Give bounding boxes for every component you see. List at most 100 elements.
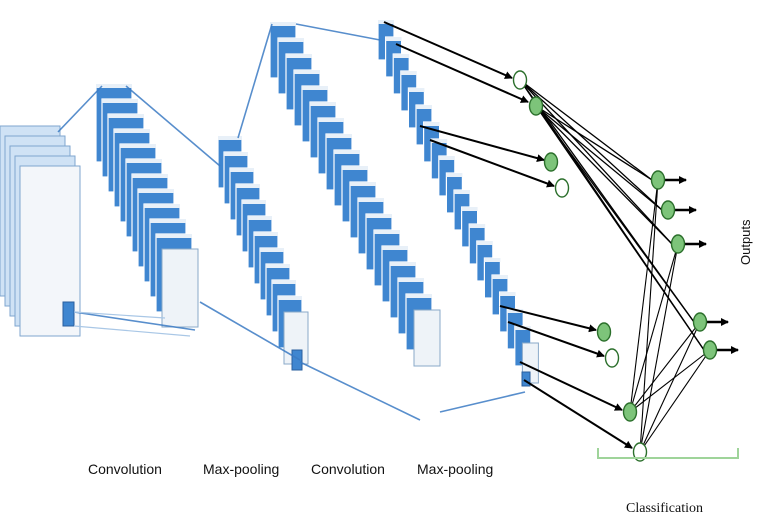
node-c2	[604, 348, 620, 368]
arrow-p-a1	[383, 21, 513, 79]
node-c1	[596, 322, 612, 342]
feature-map-edge	[120, 144, 156, 148]
node-d2	[632, 442, 648, 462]
conn-conv1-pool1-bottom	[199, 301, 301, 361]
arrow-p-b2	[429, 139, 555, 188]
feature-map-edge	[230, 168, 254, 172]
feature-map-edge	[132, 174, 168, 178]
conn-conv1-pool1-top	[125, 85, 221, 167]
layer-connectors	[57, 23, 526, 421]
arrow-p-c2	[507, 321, 605, 358]
feature-map-edge	[96, 84, 132, 88]
feature-map-edge	[393, 54, 410, 58]
feature-map-edge	[278, 38, 304, 42]
feature-map-edge	[408, 88, 425, 92]
pool1-stack	[217, 135, 309, 371]
arrow-hidden-out	[535, 105, 663, 211]
node-o2	[660, 200, 676, 220]
arrow-hidden-out-2	[629, 179, 659, 413]
arrow-hidden-out-2	[639, 321, 701, 453]
label-convolution-1: Convolution	[88, 461, 162, 477]
receptive-field-square	[521, 371, 531, 387]
arrow-p-d1	[519, 361, 623, 411]
receptive-field-square	[291, 349, 303, 371]
feature-map-stacks	[0, 19, 539, 387]
feature-map-edge	[385, 37, 402, 41]
node-a1	[512, 70, 528, 90]
arrow-hidden-out	[535, 105, 673, 245]
feature-map-edge	[476, 241, 493, 245]
feature-map-edge	[499, 292, 516, 296]
feature-map-edge	[224, 152, 248, 156]
feature-map-edge	[318, 118, 344, 122]
label-classification: Classification	[626, 501, 703, 516]
conv1-stack	[95, 83, 199, 328]
feature-map-edge	[114, 129, 150, 133]
conn-faint-2	[73, 325, 191, 337]
feature-map-edge	[400, 71, 417, 75]
node-d1	[622, 402, 638, 422]
arrow-p-b1	[419, 125, 545, 163]
feature-map-edge	[102, 99, 138, 103]
feature-map-edge	[438, 156, 455, 160]
feature-map-edge	[310, 102, 336, 106]
arrow-hidden-out-2	[629, 243, 679, 413]
feature-map-edge	[144, 204, 180, 208]
label-convolution-2: Convolution	[311, 461, 385, 477]
arrow-hidden-out-2	[639, 243, 679, 453]
feature-map-edge	[416, 105, 432, 109]
feature-map-edge	[248, 216, 272, 220]
feature-map-edge	[266, 264, 290, 268]
feature-map-edge	[242, 200, 266, 204]
feature-map-edge	[260, 248, 284, 252]
arrow-p-a2	[395, 43, 529, 103]
input-patch	[62, 301, 75, 327]
conn-conv2-pool2-bottom	[439, 391, 526, 413]
conn-input-conv1-bottom	[73, 311, 196, 331]
node-o5	[702, 340, 718, 360]
arrow-hidden-out-2	[629, 349, 711, 413]
node-b1	[543, 152, 559, 172]
feature-map-edge	[398, 278, 424, 282]
arrow-p-c1	[499, 305, 597, 333]
feature-map-edge	[446, 173, 463, 177]
feature-map-edge	[278, 296, 302, 300]
conn-pool1-conv2-top	[237, 23, 273, 139]
feature-map-edge	[286, 54, 312, 58]
arrow-p-d2	[523, 379, 633, 449]
feature-map-edge	[507, 309, 524, 313]
node-b2	[554, 178, 570, 198]
pool2-stack	[377, 19, 539, 387]
feature-map	[161, 248, 199, 328]
feature-map-edge	[302, 86, 328, 90]
conn-input-conv1-top	[57, 85, 103, 133]
feature-map-edge	[492, 275, 508, 279]
feature-map-edge	[334, 150, 360, 154]
feature-map-edge	[461, 207, 478, 211]
conn-pool1-conv2-bottom	[299, 361, 421, 421]
arrow-hidden-out	[535, 105, 653, 181]
arrow-hidden-out	[535, 105, 695, 323]
conn-faint-1	[73, 311, 166, 319]
feature-map-edge	[254, 232, 278, 236]
feature-map-edge	[156, 234, 192, 238]
feature-map-edge	[294, 70, 320, 74]
feature-map-edge	[150, 219, 186, 223]
conn-conv2-pool2-top	[295, 23, 381, 41]
arrow-hidden-out	[519, 79, 673, 245]
feature-map-edge	[390, 262, 416, 266]
label-outputs: Outputs	[738, 219, 753, 265]
feature-map-edge	[431, 139, 448, 143]
node-a2	[528, 96, 544, 116]
classification-bracket	[597, 448, 739, 459]
feature-map-edge	[138, 189, 174, 193]
arrow-hidden-out	[535, 105, 705, 351]
feature-map-edge	[218, 136, 242, 140]
input-image-stack	[0, 125, 81, 337]
feature-map-edge	[108, 114, 144, 118]
feature-map-edge	[484, 258, 501, 262]
node-o1	[650, 170, 666, 190]
classifier-arrows	[383, 21, 739, 453]
feature-map-edge	[342, 166, 368, 170]
